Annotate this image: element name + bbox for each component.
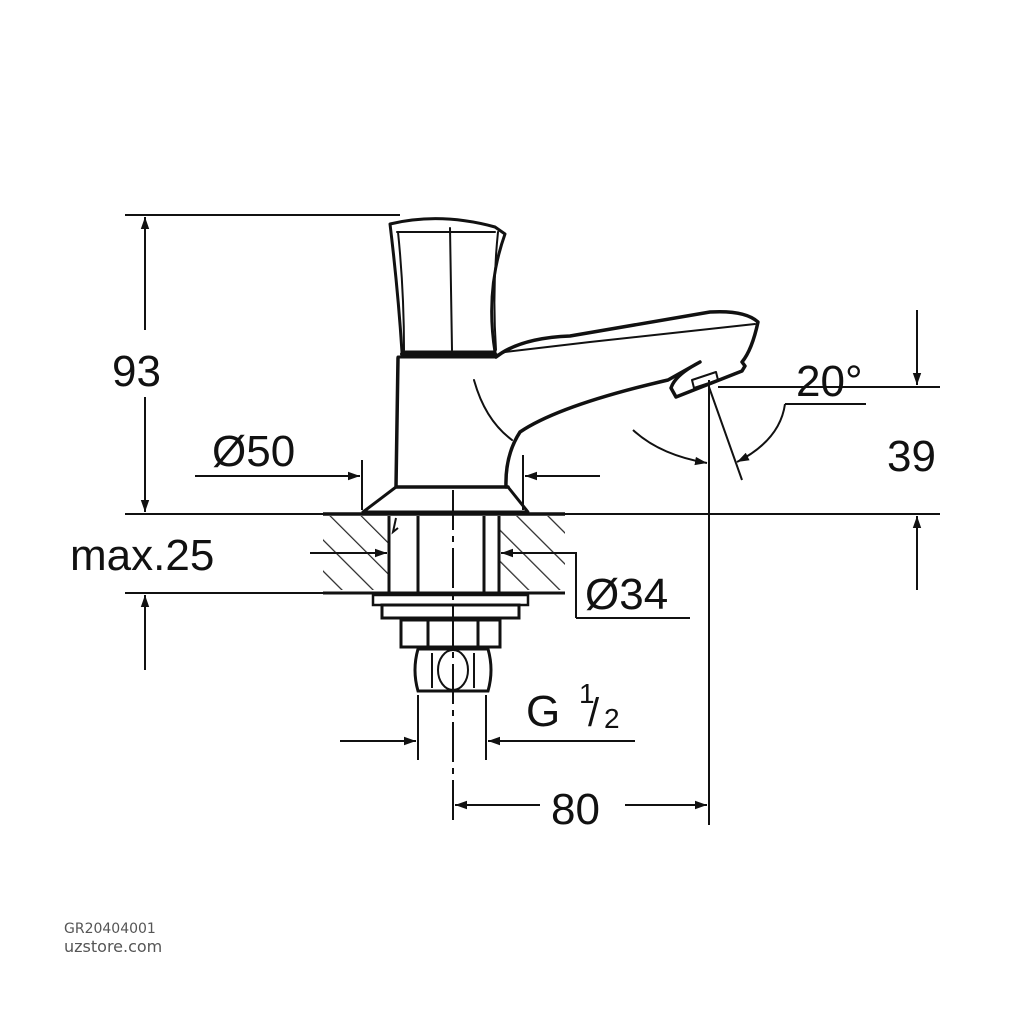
caption: GR20404001 uzstore.com: [64, 921, 162, 955]
body-block: [396, 353, 499, 359]
dimension-labels: 93 Ø50 max.25 Ø34 G 1 / 2 80 39 20°: [70, 347, 936, 834]
label-base-diameter: Ø50: [212, 427, 295, 476]
faucet-outline: [361, 217, 760, 514]
dimension-lines: [125, 214, 940, 825]
label-thread-slash: /: [588, 691, 600, 735]
handle: [388, 217, 507, 356]
product-code: GR20404001: [64, 921, 156, 937]
label-hole-diameter: Ø34: [585, 570, 668, 619]
label-spout-height-39: 39: [887, 432, 936, 481]
flange: [361, 485, 530, 514]
label-thread-denominator: 2: [604, 703, 620, 734]
label-projection-80: 80: [551, 785, 600, 834]
label-thread-numerator: 1: [579, 678, 595, 709]
label-spout-angle: 20°: [796, 357, 863, 406]
shank-assembly: [371, 516, 530, 693]
spout: [494, 309, 760, 489]
site-name: uzstore.com: [64, 937, 163, 956]
label-height-93: 93: [112, 347, 161, 396]
label-thread-g: G: [526, 687, 560, 736]
label-max-thickness: max.25: [70, 531, 214, 580]
aerator: [691, 371, 719, 389]
